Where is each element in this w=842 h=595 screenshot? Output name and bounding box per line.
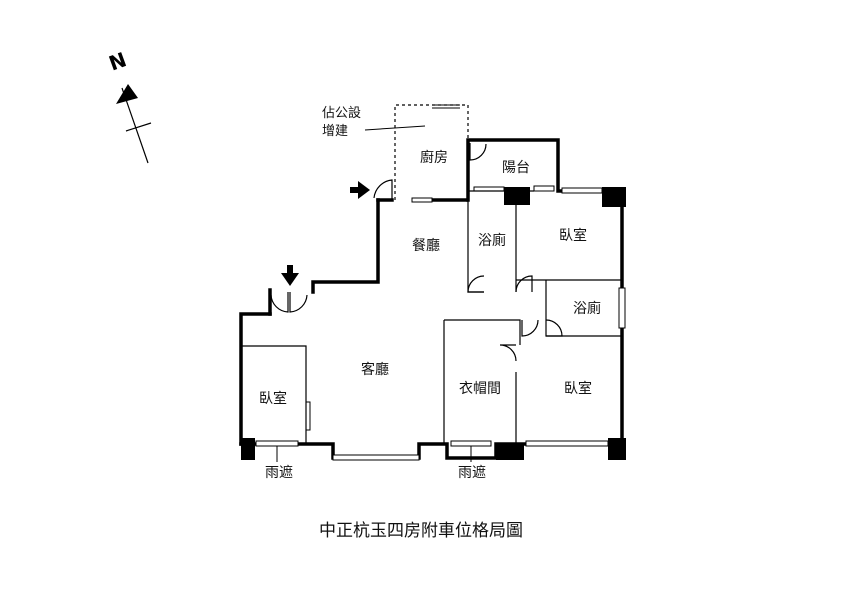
canopy-left-label: 雨遮 xyxy=(265,465,293,481)
annex-leader-line xyxy=(364,125,426,131)
canopy-right-label: 雨遮 xyxy=(458,465,486,481)
room-kitchen: 廚房 xyxy=(420,149,448,166)
room-bath-left: 浴廁 xyxy=(478,232,506,249)
room-balcony: 陽台 xyxy=(502,160,530,176)
room-closet: 衣帽間 xyxy=(459,381,501,397)
north-label: N xyxy=(106,47,130,75)
doors xyxy=(270,143,563,362)
room-dining: 餐廳 xyxy=(412,237,440,254)
annex-outline xyxy=(394,104,469,200)
entry-arrow-top-icon xyxy=(350,181,370,199)
annex-note-line1: 佔公設 xyxy=(322,105,361,121)
room-bedroom-top-right: 臥室 xyxy=(559,227,587,244)
entry-arrow-left-icon xyxy=(281,265,299,286)
plan-caption: 中正杭玉四房附車位格局圖 xyxy=(319,521,523,541)
windows xyxy=(255,185,626,461)
room-bedroom-bottom-right: 臥室 xyxy=(564,380,592,397)
room-living: 客廳 xyxy=(361,361,389,378)
room-bath-right: 浴廁 xyxy=(573,300,601,317)
room-bedroom-left: 臥室 xyxy=(259,390,287,407)
north-arrow-icon xyxy=(116,84,152,164)
annex-note-line2: 增建 xyxy=(322,124,348,139)
